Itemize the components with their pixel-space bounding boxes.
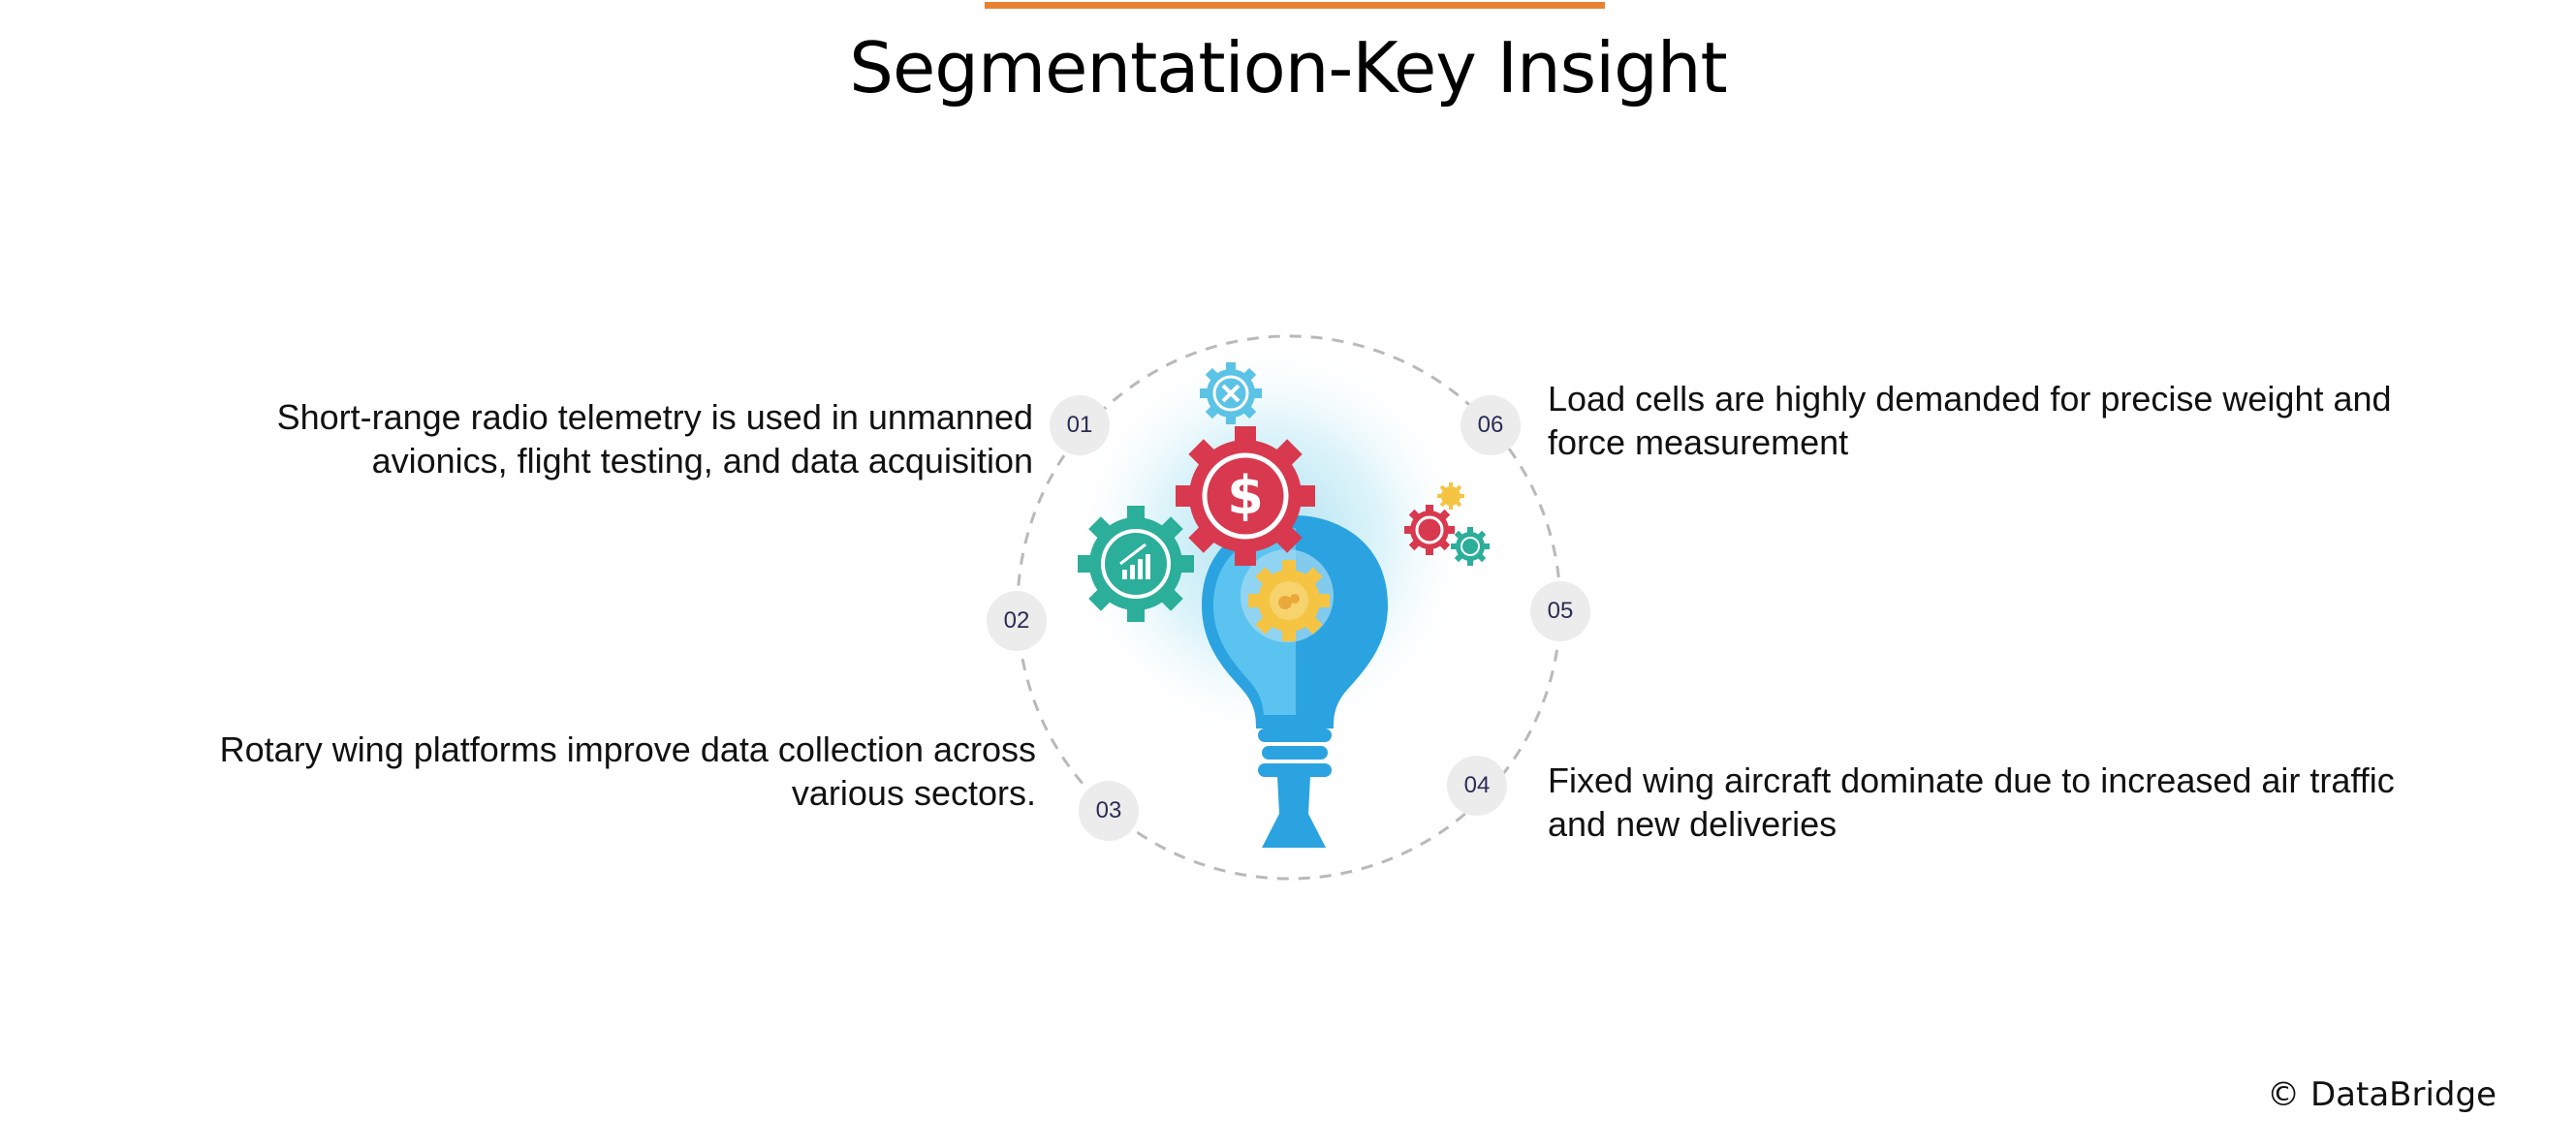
step-badge-06: 06 — [1461, 395, 1521, 455]
insight-text-01: Short-range radio telemetry is used in u… — [276, 397, 1033, 481]
accent-bar — [985, 2, 1605, 9]
insight-text-03: Rotary wing platforms improve data colle… — [219, 729, 1036, 813]
page-title: Segmentation-Key Insight — [849, 27, 1727, 109]
copyright-footer: © DataBridge — [2267, 1075, 2497, 1114]
tools-gear-icon — [1200, 362, 1262, 424]
step-badge-01: 01 — [1050, 395, 1110, 455]
step-badge-03: 03 — [1079, 781, 1139, 841]
insight-text-04: Fixed wing aircraft dominate due to incr… — [1548, 760, 2395, 844]
step-badge-02: 02 — [987, 591, 1047, 651]
svg-text:$: $ — [1227, 465, 1264, 526]
step-badge-05: 05 — [1530, 581, 1590, 641]
yellow-gear-icon — [1248, 560, 1330, 641]
chart-gear-icon — [1078, 506, 1194, 622]
step-badge-04: 04 — [1447, 756, 1507, 816]
insight-text-06: Load cells are highly demanded for preci… — [1548, 379, 2392, 462]
dollar-gear-icon: $ — [1176, 426, 1315, 566]
